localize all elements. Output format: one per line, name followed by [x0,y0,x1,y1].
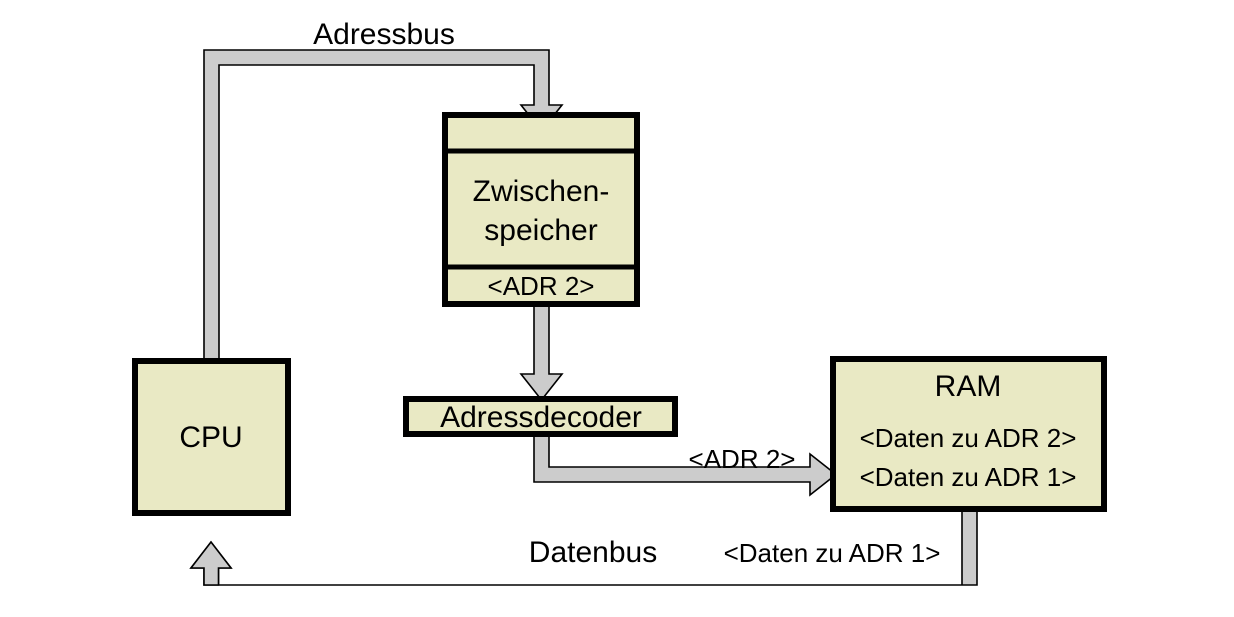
adressdecoder-box [403,396,678,437]
zwischenspeicher-box [442,112,640,307]
ram-box [830,356,1107,512]
node-ram[interactable]: RAM <Daten zu ADR 2> <Daten zu ADR 1> [830,356,1107,512]
ram-label: RAM [935,370,1002,403]
decoder-to-ram-label: <ADR 2> [689,444,796,474]
ram-row-2: <Daten zu ADR 1> [860,462,1077,492]
node-cpu[interactable]: CPU [132,358,291,516]
node-zwischenspeicher[interactable]: Zwischen- speicher <ADR 2> [442,112,640,307]
zwischenspeicher-label-line1: Zwischen- [473,175,610,208]
zwischenspeicher-label-line2: speicher [484,214,597,247]
ram-row-1: <Daten zu ADR 2> [860,423,1077,453]
zwischenspeicher-to-decoder-arrow [519,304,564,402]
datenbus-label: Datenbus [529,536,657,569]
cpu-box [132,358,291,516]
cpu-label: CPU [179,421,242,454]
node-adressdecoder[interactable]: Adressdecoder [403,396,678,437]
datenbus-arrowhead [189,540,233,586]
zwischenspeicher-value-label: <ADR 2> [488,271,595,301]
datenbus-payload-label: <Daten zu ADR 1> [724,538,941,568]
adressbus-label: Adressbus [313,18,455,51]
decoder-to-ram-arrow [533,434,838,497]
adressdecoder-label: Adressdecoder [440,401,642,434]
